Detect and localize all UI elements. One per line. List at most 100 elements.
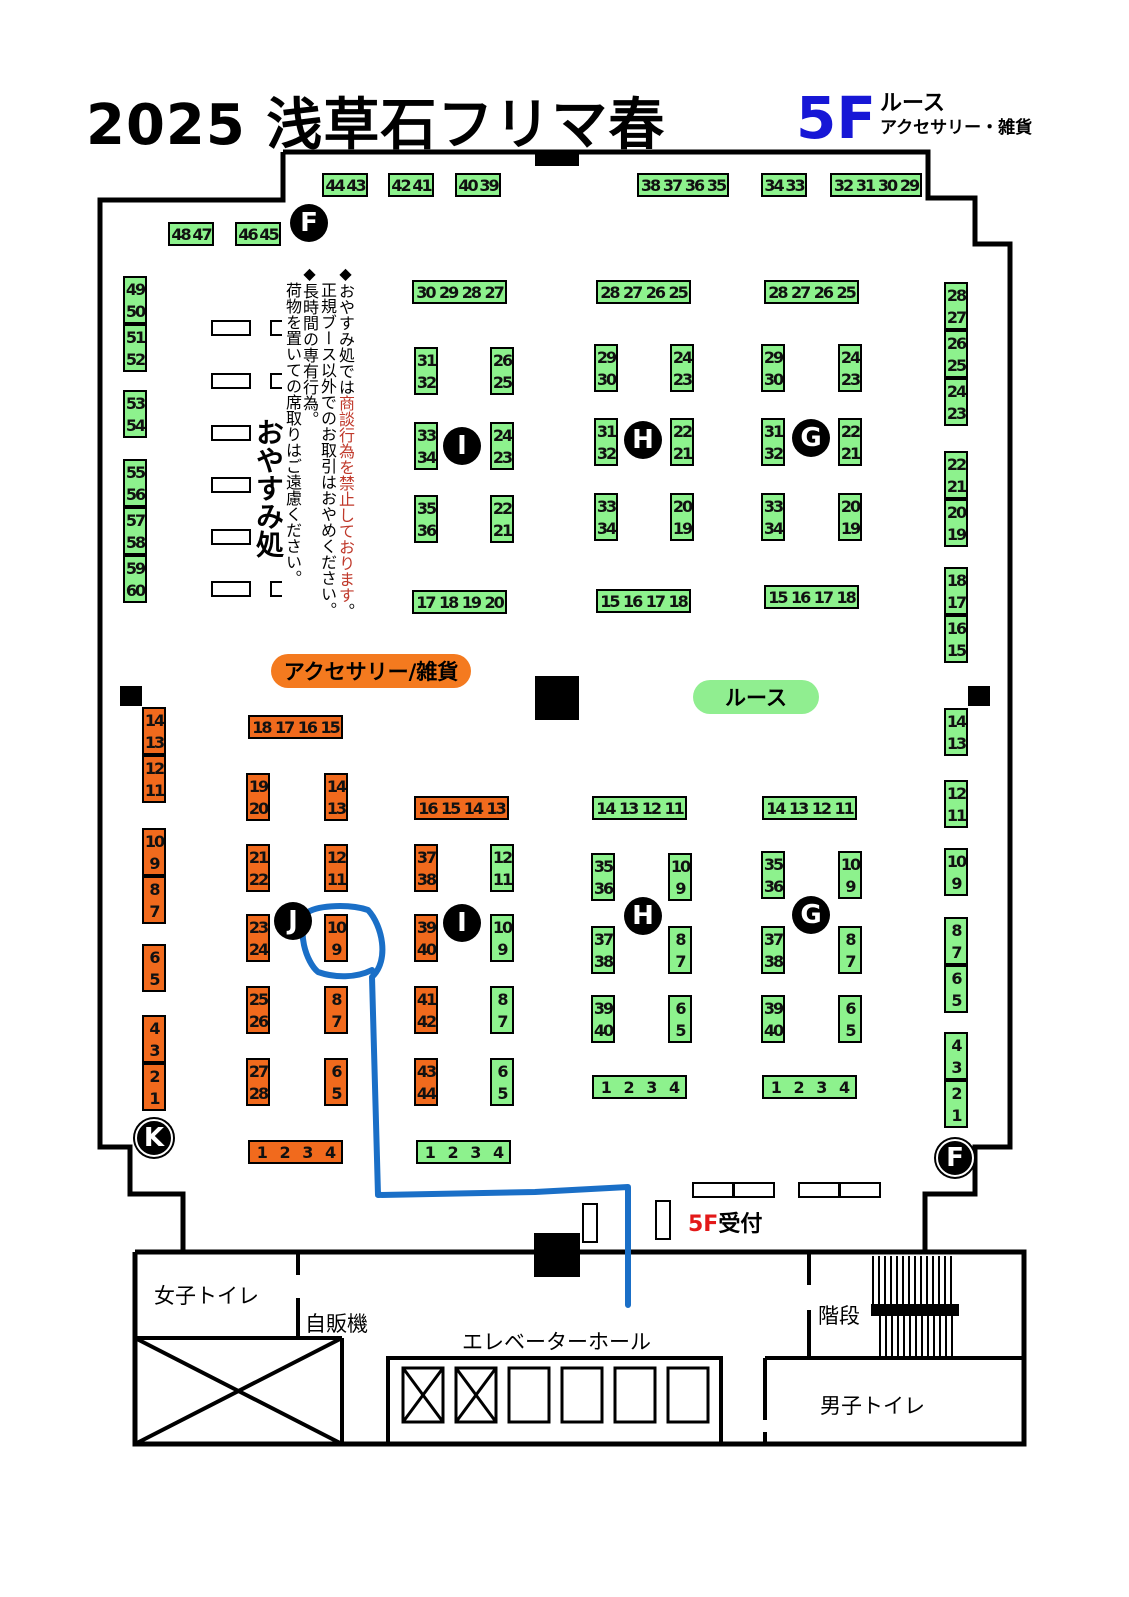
booth-number: 14 bbox=[326, 776, 346, 796]
booth-number: 36 bbox=[593, 878, 613, 898]
booth-number: 18 bbox=[668, 591, 688, 611]
booth-number: 50 bbox=[125, 301, 145, 321]
booth-number: 28 bbox=[768, 282, 788, 302]
booth-number: 30 bbox=[763, 369, 783, 389]
booth-number: 12 bbox=[144, 758, 164, 778]
lobby-wall bbox=[132, 1249, 1027, 1447]
booth-number: 14 bbox=[463, 798, 484, 818]
booth-number: 59 bbox=[125, 558, 145, 578]
booth-number: 20 bbox=[946, 502, 966, 522]
booth-number: 25 bbox=[836, 282, 856, 302]
rest-table bbox=[211, 320, 251, 336]
booth-number: 28 bbox=[461, 282, 482, 302]
pillars bbox=[120, 152, 990, 1277]
booth-number: 24 bbox=[946, 381, 966, 401]
legend-loose: ルース bbox=[693, 680, 819, 714]
booth-number: 34 bbox=[416, 447, 436, 467]
booth-number: 49 bbox=[125, 279, 145, 299]
booth-number: 11 bbox=[946, 805, 966, 825]
booth-number: 10 bbox=[670, 856, 690, 876]
booth-number: 23 bbox=[492, 447, 512, 467]
booth-number: 15 bbox=[946, 640, 966, 660]
booth-number: 32 bbox=[833, 175, 854, 195]
booth-number: 3 bbox=[646, 1077, 657, 1097]
rest-area-note-4: 荷物を置いての席取りはご遠慮ください。 bbox=[283, 282, 302, 586]
booth-number: 54 bbox=[125, 415, 145, 435]
booth-number: 19 bbox=[248, 776, 268, 796]
booth-number: 44 bbox=[325, 175, 345, 195]
booth-number: 13 bbox=[788, 798, 809, 818]
booth-number: 21 bbox=[672, 443, 692, 463]
booth-number: 19 bbox=[461, 592, 482, 612]
booth-number: 40 bbox=[763, 1020, 783, 1040]
booth-number: 21 bbox=[840, 443, 860, 463]
booth-number: 25 bbox=[248, 989, 268, 1009]
rest-table bbox=[211, 425, 251, 441]
booth-number: 31 bbox=[596, 421, 616, 441]
booth-number: 46 bbox=[238, 224, 258, 244]
booth-number: 2 bbox=[149, 1066, 160, 1086]
booth-number: 22 bbox=[672, 421, 692, 441]
rest-area-note-3: ◆長時間の専有行為。 bbox=[300, 264, 319, 427]
booth-number: 1 bbox=[424, 1142, 436, 1162]
booth-number: 32 bbox=[596, 443, 616, 463]
mens-toilet-label: 男子トイレ bbox=[820, 1394, 925, 1418]
booth-number: 22 bbox=[840, 421, 860, 441]
booth-number: 37 bbox=[593, 929, 613, 949]
booth-number: 34 bbox=[764, 175, 784, 195]
booth-number: 35 bbox=[706, 175, 727, 195]
booth-number: 9 bbox=[845, 876, 856, 896]
rest-note-1-warning: 商談行為を禁止しております bbox=[336, 395, 355, 603]
booth-number: 29 bbox=[438, 282, 459, 302]
booth-number: 43 bbox=[346, 175, 366, 195]
booth-number: 16 bbox=[418, 798, 438, 818]
booth-number: 11 bbox=[144, 780, 164, 800]
booth-number: 51 bbox=[125, 327, 145, 347]
rest-area-note-1: ◆おやすみ処では商談行為を禁止しております。 bbox=[336, 264, 355, 619]
zone-marker-h: H bbox=[624, 421, 662, 459]
booth-number: 10 bbox=[946, 851, 966, 871]
booth-number: 18 bbox=[836, 587, 856, 607]
booth-number: 7 bbox=[149, 901, 160, 921]
booth-number: 20 bbox=[248, 798, 268, 818]
rest-note-1c: 。 bbox=[336, 603, 355, 619]
booth-number: 32 bbox=[763, 443, 783, 463]
floor-category-loose: ルース bbox=[880, 91, 945, 116]
zone-marker-i-lower: I bbox=[443, 904, 481, 942]
booth-number: 4 bbox=[839, 1077, 850, 1097]
booth-number: 26 bbox=[946, 333, 966, 353]
booth-number: 53 bbox=[125, 393, 145, 413]
booth-number: 25 bbox=[668, 282, 688, 302]
booth-number: 14 bbox=[596, 798, 616, 818]
rest-table bbox=[211, 477, 251, 493]
booth-number: 4 bbox=[669, 1077, 680, 1097]
booth-number: 48 bbox=[171, 224, 191, 244]
zone-marker-f: F bbox=[290, 204, 328, 242]
booth-number: 24 bbox=[840, 347, 860, 367]
